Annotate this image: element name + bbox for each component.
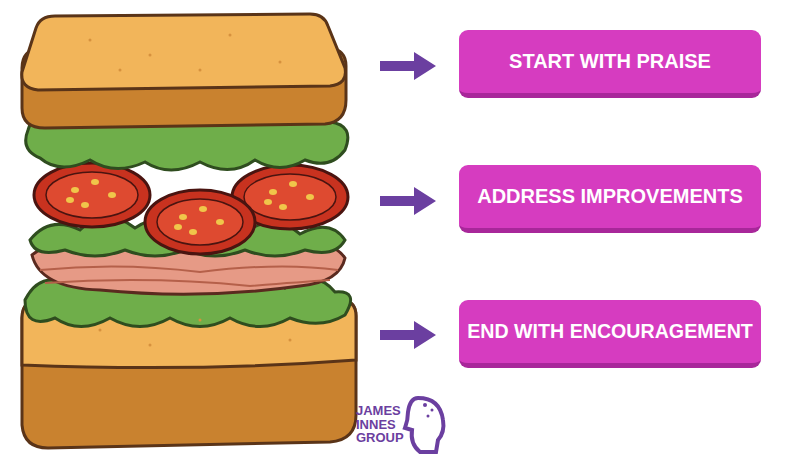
logo-text: JAMES INNES GROUP xyxy=(356,404,404,445)
step-box: ADDRESS IMPROVEMENTS xyxy=(459,165,761,233)
pointer-arrow xyxy=(380,52,436,349)
step-text: START WITH PRAISE xyxy=(509,50,711,73)
step-box: START WITH PRAISE xyxy=(459,30,761,98)
logo-icon xyxy=(405,398,443,452)
step-text: ADDRESS IMPROVEMENTS xyxy=(477,185,743,208)
step-box: END WITH ENCOURAGEMENT xyxy=(459,300,761,368)
step-text: END WITH ENCOURAGEMENT xyxy=(467,320,753,343)
